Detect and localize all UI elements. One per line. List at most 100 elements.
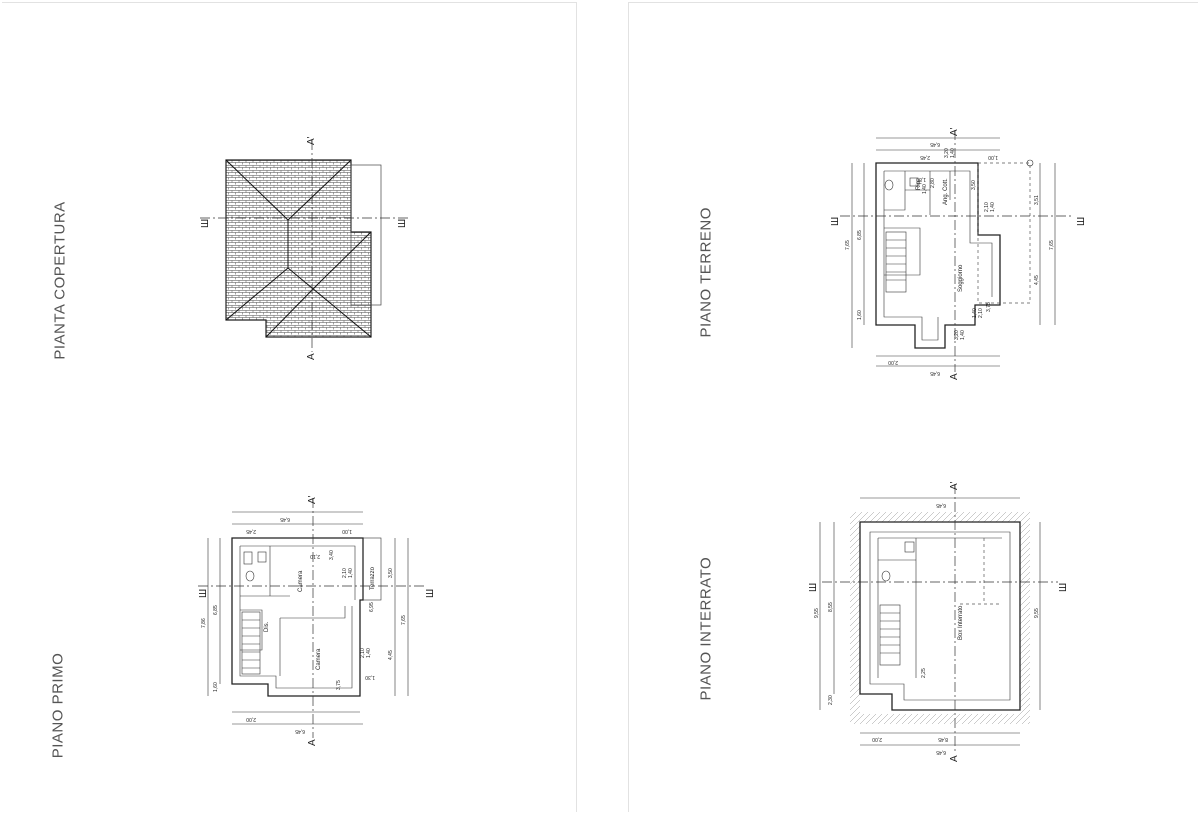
left-sheet-top-edge	[2, 2, 577, 3]
left-sheet-right-edge	[576, 2, 577, 812]
room-camera-bottom: Camera	[316, 648, 322, 670]
dim-text: 1,40	[922, 184, 928, 194]
dim-text: 2,10	[342, 568, 348, 578]
dim-text: 1,00	[342, 528, 352, 534]
terreno-dim-lines	[851, 137, 1056, 367]
primo-walls	[231, 537, 364, 697]
roof-overhang	[350, 164, 382, 306]
dim-text: 3,50	[971, 180, 977, 190]
dim-text: 8,55	[828, 602, 834, 612]
dim-text: 1,00	[988, 154, 998, 160]
dim-text: 1,40	[990, 202, 996, 212]
terreno-porch	[977, 162, 1031, 304]
primo-washbasin	[257, 551, 267, 563]
room-ang-cott: Ang. Cott.	[943, 178, 949, 205]
cut-label-right: Ш	[1076, 217, 1087, 226]
section-label-bottom: A	[307, 739, 318, 746]
dim-text: 3,40	[329, 550, 335, 560]
interrato-wc	[881, 570, 891, 582]
roof-tiles	[225, 159, 372, 338]
dim-text: 9,55	[814, 608, 820, 618]
dim-text: 2,10	[984, 202, 990, 212]
dim-text: 6,85	[857, 230, 863, 240]
roof-ridges	[225, 159, 372, 338]
dim-text: 7,65	[1049, 240, 1055, 250]
cut-label-left: Ш	[808, 583, 819, 592]
dim-text: 2,10	[310, 553, 320, 559]
dim-text: 6,45	[930, 141, 940, 147]
dim-text: 4,45	[388, 650, 394, 660]
primo-wc	[245, 570, 255, 582]
dim-text: 2,00	[872, 736, 882, 742]
dim-text: 2,45	[246, 528, 256, 534]
dim-text: 1,80	[916, 176, 926, 182]
room-camera-top: Camera	[298, 570, 304, 592]
section-label-top: A'	[949, 481, 960, 490]
primo-bath-fixture	[243, 551, 253, 565]
primo-dim-lines	[207, 511, 409, 725]
dim-text: 2,30	[828, 695, 834, 705]
plan-interrato: Box Interrato 6,45 9,55 8,55 2,30 9,55 2…	[808, 481, 1069, 762]
dim-text: 2,10	[978, 308, 984, 318]
interrato-inner-outline	[869, 531, 1011, 701]
dim-text: 3,20	[954, 330, 960, 340]
dim-text: 1,40	[972, 308, 978, 318]
section-label-bottom: A	[949, 373, 960, 380]
dim-text: 2,00	[888, 359, 898, 365]
interrato-box-outline	[960, 538, 1002, 605]
dim-text: 2,25	[921, 668, 927, 678]
interrato-washbasin	[904, 541, 915, 553]
primo-stairs	[241, 611, 261, 675]
dim-text: 6,45	[936, 502, 946, 508]
dim-text: 6,45	[295, 728, 305, 734]
right-sheet-left-edge	[628, 2, 629, 812]
terreno-washbasin	[909, 177, 919, 187]
section-label-bottom: A	[949, 755, 960, 762]
room-terrazzo: Terrazzo	[370, 566, 376, 590]
dim-text: 3,51	[1034, 195, 1040, 205]
terreno-wc	[884, 179, 894, 191]
dim-text: 6,85	[213, 605, 219, 615]
dim-text: 1,40	[366, 648, 372, 658]
dim-text: 3,20	[944, 148, 950, 158]
dim-text: 1,60	[857, 310, 863, 320]
interrato-walls	[859, 521, 1021, 711]
plan-primo: Camera Camera Terrazzo Dis. 6,45 2,45 1,…	[198, 495, 436, 746]
cut-label-left: Ш	[830, 217, 841, 226]
room-dis: Dis.	[264, 621, 270, 632]
primo-terrace	[362, 537, 382, 601]
dim-text: 1,40	[950, 148, 956, 158]
right-sheet-top-edge	[628, 2, 1198, 3]
primo-inner-outline	[239, 545, 356, 689]
room-box-interrato: Box Interrato	[958, 605, 964, 640]
cut-label-right: Ш	[1058, 583, 1069, 592]
dim-text: 4,45	[1034, 275, 1040, 285]
dim-text: 6,45	[930, 370, 940, 376]
dim-text: 6,45	[280, 516, 290, 522]
terreno-inner-outline	[883, 170, 993, 341]
dim-text: 3,75	[986, 302, 992, 312]
cut-label-left: Ш	[198, 589, 209, 598]
dim-text: 7,65	[401, 615, 407, 625]
dim-text: 9,55	[1034, 608, 1040, 618]
cut-label-left: Ш	[200, 219, 211, 228]
interrato-dim-lines	[819, 497, 1041, 746]
dim-text: 7,86	[201, 618, 207, 628]
plan-copertura: A' A Ш Ш	[200, 136, 408, 360]
plan-terreno: Rip. Ang. Cott. Soggiorno 6,45 2,45 1,00…	[830, 127, 1087, 380]
terreno-partitions	[884, 171, 951, 276]
room-soggiorno: Soggiorno	[958, 264, 964, 292]
dim-text: 2,80	[930, 178, 936, 188]
interrato-partitions	[877, 537, 1002, 678]
section-label-top: A'	[306, 136, 317, 145]
primo-partitions	[240, 546, 346, 676]
dim-text: 3,50	[388, 568, 394, 578]
cut-label-right: Ш	[397, 219, 408, 228]
dim-text: 1,40	[960, 330, 966, 340]
dim-text: 3,75	[336, 680, 342, 690]
section-label-top: A'	[949, 127, 960, 136]
terreno-stairs	[885, 231, 907, 293]
cut-label-right: Ш	[425, 589, 436, 598]
section-label-bottom: A	[306, 353, 317, 360]
